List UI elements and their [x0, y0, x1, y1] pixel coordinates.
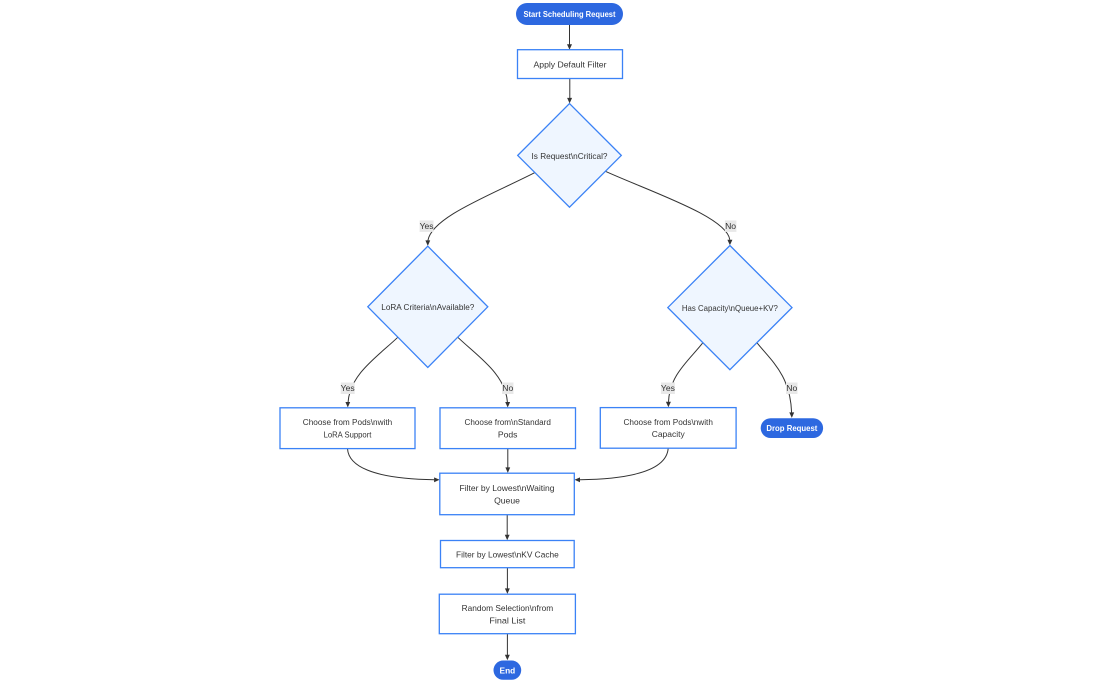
svg-text:Random Selection\nfrom: Random Selection\nfrom: [462, 603, 554, 613]
svg-text:Yes: Yes: [661, 383, 675, 393]
svg-text:No: No: [502, 383, 513, 393]
svg-text:Queue: Queue: [494, 495, 520, 505]
svg-text:Is Request\nCritical?: Is Request\nCritical?: [532, 151, 608, 161]
svg-text:Capacity: Capacity: [652, 429, 686, 439]
svg-text:LoRA Support: LoRA Support: [324, 429, 372, 439]
svg-text:Yes: Yes: [341, 383, 355, 393]
svg-text:Start Scheduling Request: Start Scheduling Request: [524, 9, 616, 19]
svg-text:Filter by Lowest\nKV Cache: Filter by Lowest\nKV Cache: [456, 549, 559, 559]
svg-text:Choose from Pods\nwith: Choose from Pods\nwith: [303, 417, 393, 427]
svg-text:Has Capacity\nQueue+KV?: Has Capacity\nQueue+KV?: [682, 303, 778, 313]
svg-text:Choose from Pods\nwith: Choose from Pods\nwith: [624, 417, 714, 427]
svg-text:Pods: Pods: [498, 429, 518, 439]
svg-text:No: No: [786, 383, 797, 393]
svg-text:LoRA Criteria\nAvailable?: LoRA Criteria\nAvailable?: [381, 302, 474, 312]
svg-text:Final List: Final List: [489, 616, 526, 626]
svg-text:No: No: [725, 221, 736, 231]
svg-text:Yes: Yes: [420, 221, 434, 231]
svg-text:End: End: [500, 665, 516, 675]
svg-text:Filter by Lowest\nWaiting: Filter by Lowest\nWaiting: [460, 483, 555, 493]
svg-text:Apply Default Filter: Apply Default Filter: [534, 59, 607, 69]
svg-text:Choose from\nStandard: Choose from\nStandard: [465, 417, 552, 427]
svg-text:Drop Request: Drop Request: [766, 423, 817, 433]
